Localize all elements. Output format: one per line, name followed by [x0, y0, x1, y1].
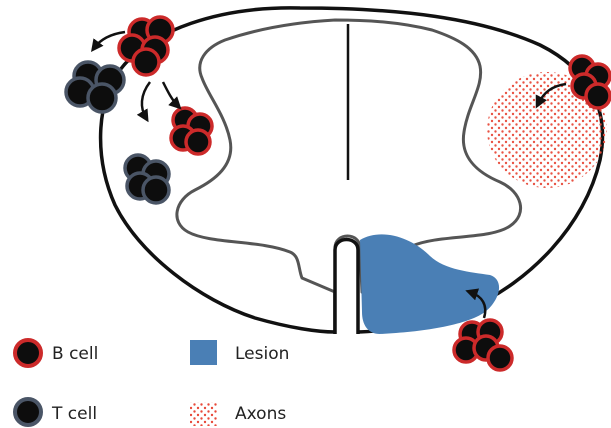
legend-lesion-label: Lesion [235, 344, 289, 364]
t-cell-cluster-middle [125, 155, 169, 203]
b-cell-icon [15, 340, 41, 366]
t-cell-icon [15, 399, 41, 425]
central-canal-notch [335, 240, 358, 335]
legend: B cell T cell Lesion Axons [15, 340, 289, 426]
legend-b-cell-label: B cell [52, 344, 98, 364]
b-cell-cluster-bottom [454, 320, 512, 370]
lesion-swatch [190, 340, 217, 365]
legend-t-cell-label: T cell [51, 404, 97, 424]
b-cell-cluster-middle [171, 108, 212, 154]
t-cell-cluster-top [66, 62, 124, 112]
axons-swatch [190, 402, 217, 426]
legend-axons-label: Axons [235, 404, 286, 424]
